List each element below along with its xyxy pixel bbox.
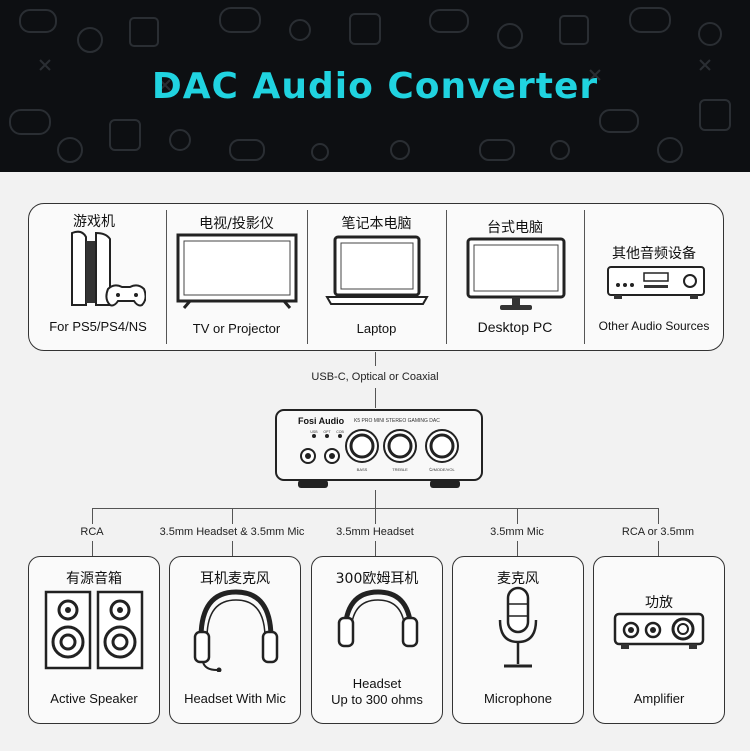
tv-icon xyxy=(176,233,298,309)
device-model: K5 PRO MINI STEREO GAMING DAC xyxy=(354,418,440,424)
source-en-label: Other Audio Sources xyxy=(598,319,710,333)
device-knob-label: TREBLE xyxy=(392,467,408,472)
source-game-console: 游戏机 For PS5/PS4/NS xyxy=(30,203,166,351)
device-input-label: OPT xyxy=(323,430,331,434)
source-laptop: 笔记本电脑 Laptop xyxy=(307,203,446,351)
microphone-icon xyxy=(498,586,538,668)
output-cn-label: 耳机麦克风 xyxy=(200,571,270,587)
desktop-pc-icon xyxy=(466,237,566,310)
output-connection-label: 3.5mm Mic xyxy=(490,526,544,538)
device-knob-label: BASS xyxy=(357,467,368,472)
game-console-icon xyxy=(71,230,146,307)
output-card xyxy=(452,556,584,724)
output-headphones: 300欧姆耳机 Headset Up to 300 ohms xyxy=(311,556,443,724)
headset-mic-icon xyxy=(193,589,279,672)
gamepad-pattern-background xyxy=(9,7,731,163)
connector-line xyxy=(658,508,659,524)
output-connection-label: RCA or 3.5mm xyxy=(621,526,695,538)
connector-line xyxy=(375,352,376,366)
output-en-label: Headset With Mic xyxy=(184,691,286,706)
device-knob-label: ⏻/MODE/VOL xyxy=(429,467,455,472)
connector-line xyxy=(375,388,376,408)
output-en-label: Headset xyxy=(352,676,402,691)
source-tv: 电视/投影仪 TV or Projector xyxy=(166,203,307,351)
source-cn-label: 其他音频设备 xyxy=(612,246,696,262)
dac-device-image: Fosi Audio K5 PRO MINI STEREO GAMING DAC… xyxy=(275,409,483,488)
output-connection-label: 3.5mm Headset & 3.5mm Mic xyxy=(159,526,305,538)
laptop-icon xyxy=(325,235,429,305)
header-banner: DAC Audio Converter xyxy=(0,0,750,172)
connector-line xyxy=(92,508,93,524)
divider xyxy=(584,210,585,344)
connector-line xyxy=(375,508,376,524)
output-microphone: 麦克风 Microphone xyxy=(452,556,584,724)
output-cn-label: 有源音箱 xyxy=(66,571,122,587)
output-cn-label: 300欧姆耳机 xyxy=(335,571,419,587)
output-connection-label: 3.5mm Headset xyxy=(336,526,414,538)
connector-line xyxy=(658,541,659,556)
output-en-label: Amplifier xyxy=(633,691,685,706)
source-cn-label: 台式电脑 xyxy=(487,220,543,236)
source-en-label: TV or Projector xyxy=(192,321,281,336)
divider xyxy=(446,210,447,344)
device-input-label: COB xyxy=(336,430,344,434)
source-en-label: For PS5/PS4/NS xyxy=(49,319,147,334)
output-active-speaker: 有源音箱 Active Speaker xyxy=(28,556,160,724)
output-headset-mic: 耳机麦克风 Headset With Mic xyxy=(169,556,301,724)
device-brand: Fosi Audio xyxy=(298,416,345,426)
connector-line xyxy=(92,541,93,556)
connector-line xyxy=(517,508,518,524)
source-desktop-pc: 台式电脑 Desktop PC xyxy=(446,203,584,351)
source-other-audio: 其他音频设备 Other Audio Sources xyxy=(584,203,724,351)
output-en-label: Microphone xyxy=(484,691,552,706)
source-en-label: Desktop PC xyxy=(477,319,553,335)
headphones-icon xyxy=(337,589,419,648)
divider xyxy=(166,210,167,344)
source-cn-label: 笔记本电脑 xyxy=(341,216,412,232)
output-card xyxy=(169,556,301,724)
output-en-sub-label: Up to 300 ohms xyxy=(331,692,423,707)
device-input-label: USB xyxy=(310,430,318,434)
connector-line xyxy=(232,508,233,524)
amplifier-icon xyxy=(613,612,705,649)
output-amplifier: 功放 Amplifier xyxy=(593,556,725,724)
output-connection-label: RCA xyxy=(80,526,104,538)
audio-source-icon xyxy=(607,266,705,299)
source-cn-label: 电视/投影仪 xyxy=(199,216,274,232)
output-cn-label: 功放 xyxy=(645,595,673,611)
connector-line xyxy=(517,541,518,556)
connector-line xyxy=(375,541,376,556)
connector-line xyxy=(232,541,233,556)
output-card xyxy=(311,556,443,724)
source-cn-label: 游戏机 xyxy=(73,214,115,230)
page-title: DAC Audio Converter xyxy=(151,66,599,107)
source-en-label: Laptop xyxy=(356,321,397,336)
connector-line xyxy=(375,490,376,508)
input-connection-label: USB-C, Optical or Coaxial xyxy=(311,371,439,383)
output-cn-label: 麦克风 xyxy=(497,571,539,587)
speaker-icon xyxy=(44,590,144,670)
output-en-label: Active Speaker xyxy=(50,691,138,706)
divider xyxy=(307,210,308,344)
